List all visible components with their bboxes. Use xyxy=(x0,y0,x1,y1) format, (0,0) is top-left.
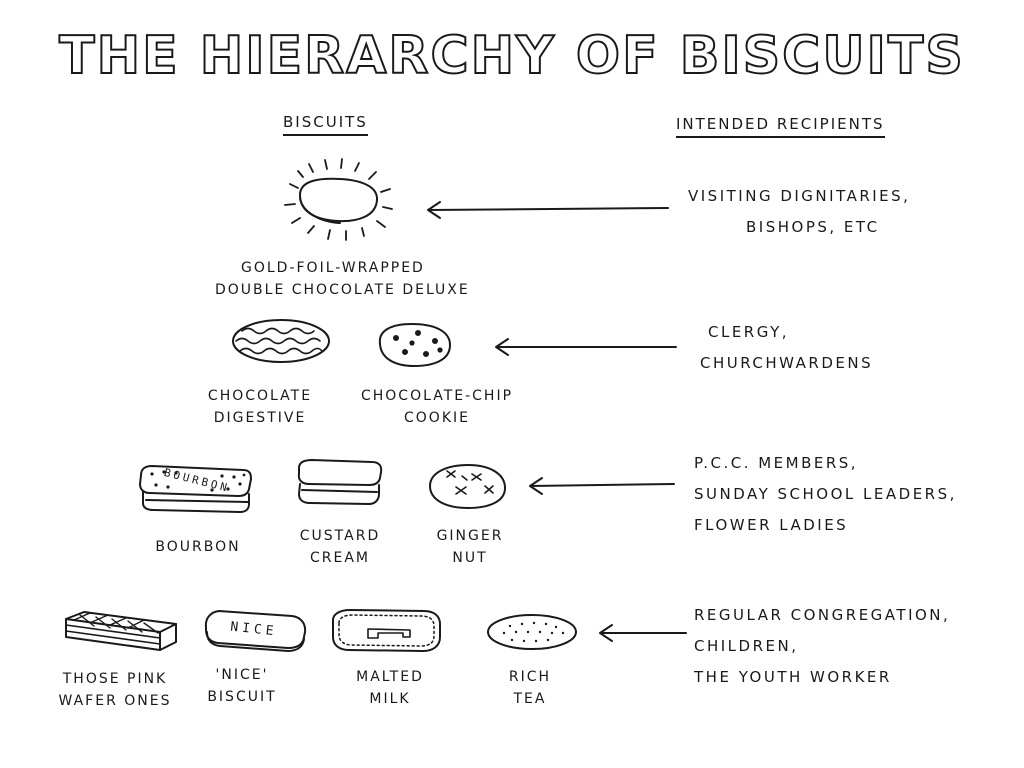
label-bourbon: BOURBON xyxy=(155,539,241,555)
label-nice-biscuit: 'NICE' BISCUIT xyxy=(207,667,277,705)
rich-tea-icon xyxy=(487,614,577,650)
label-malted-milk: MALTED MILK xyxy=(356,669,424,707)
nice-biscuit-text: NICE xyxy=(230,620,279,640)
biscuits-column-header: BISCUITS xyxy=(283,113,368,136)
malted-milk-icon xyxy=(332,609,441,652)
label-custard-cream: CUSTARD CREAM xyxy=(299,528,381,566)
ginger-nut-icon xyxy=(429,464,506,509)
label-pink-wafer: THOSE PINK WAFER ONES xyxy=(58,671,172,709)
cookie-icon xyxy=(378,323,451,367)
label-ginger-nut: GINGER NUT xyxy=(436,528,504,566)
nice-biscuit-icon: NICE xyxy=(204,610,307,652)
label-chocolate-digestive: CHOCOLATE DIGESTIVE xyxy=(207,388,313,426)
recipients-column-header: INTENDED RECIPIENTS xyxy=(676,115,885,138)
recipients-tier-1: VISITING DIGNITARIES, BISHOPS, ETC xyxy=(688,187,911,236)
arrow-icon xyxy=(427,201,687,642)
label-gold-foil: GOLD-FOIL-WRAPPED DOUBLE CHOCOLATE DELUX… xyxy=(215,260,470,298)
custard-cream-icon xyxy=(297,459,383,505)
chocolate-digestive-icon xyxy=(232,319,330,363)
recipients-tier-2: CLERGY, CHURCHWARDENS xyxy=(700,323,874,372)
wafer-icon xyxy=(65,611,177,651)
recipients-tier-4: REGULAR CONGREGATION, CHILDREN, THE YOUT… xyxy=(694,606,951,686)
label-chocolate-chip-cookie: CHOCOLATE-CHIP COOKIE xyxy=(360,388,514,426)
gold-biscuit-icon xyxy=(284,158,393,241)
label-rich-tea: RICH TEA xyxy=(508,669,552,707)
bourbon-biscuit-text: BOURBON xyxy=(163,466,232,495)
recipients-tier-3: P.C.C. MEMBERS, SUNDAY SCHOOL LEADERS, F… xyxy=(694,454,957,534)
bourbon-icon xyxy=(139,465,252,513)
page-title: THE HIERARCHY OF BISCUITS xyxy=(58,25,965,87)
